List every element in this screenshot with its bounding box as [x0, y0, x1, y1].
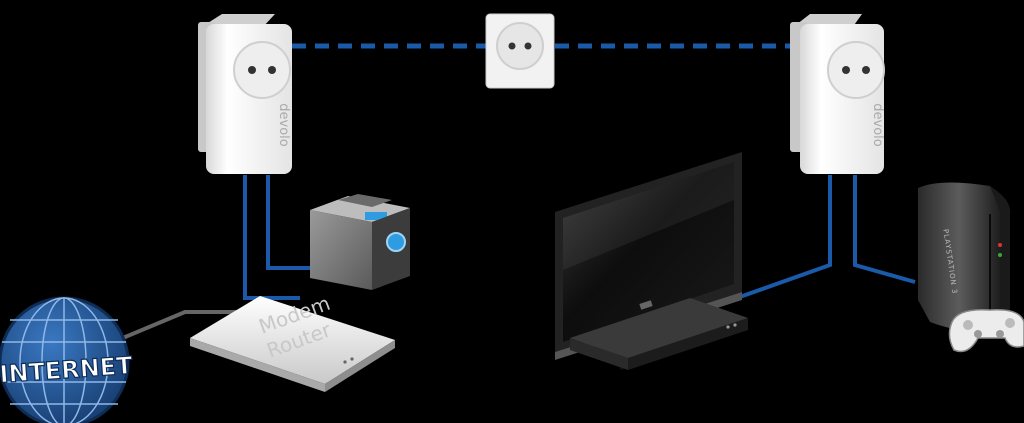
dvd-player-icon [570, 298, 748, 370]
socket-icon [233, 41, 291, 99]
nas-icon [310, 194, 410, 290]
powerline-adapter-right: devolo [790, 14, 885, 174]
gamepad-icon [948, 309, 1024, 353]
socket-icon [827, 41, 885, 99]
game-console-icon: PLAYSTATION 3 [918, 182, 1011, 332]
brand-label-right: devolo [870, 103, 885, 147]
cables [117, 175, 916, 342]
router-icon: Modem Router [190, 291, 395, 392]
powerline-adapter-left: devolo [198, 14, 292, 174]
brand-label-left: devolo [276, 103, 291, 147]
wall-socket-icon [485, 13, 555, 89]
globe-icon: INTERNET [0, 296, 135, 423]
